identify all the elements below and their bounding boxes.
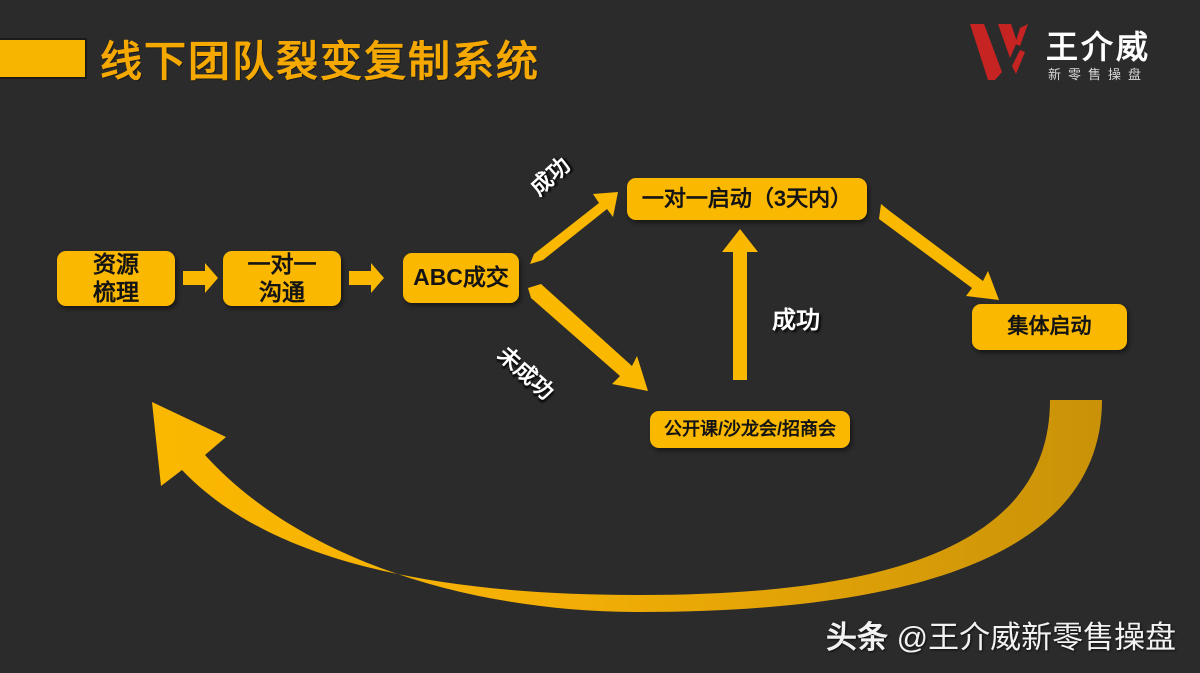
arrow-resource-to-oneone (183, 263, 218, 293)
flow-node-abc-deal[interactable]: ABC成交 (403, 253, 519, 303)
edge-label-success-middle: 成功 (772, 307, 820, 334)
brand-logo: 王介威 新零售操盘 (968, 16, 1178, 90)
watermark: 头条 @王介威新零售操盘 (826, 612, 1176, 657)
watermark-handle: @王介威新零售操盘 (896, 620, 1177, 655)
w-logo-icon (968, 22, 1040, 80)
flow-node-one-on-one-launch-label: 一对一启动（3天内） (641, 186, 853, 212)
slide-header: 线下团队裂变复制系统 (0, 0, 1200, 110)
flow-node-public-class-label: 公开课/沙龙会/招商会 (663, 418, 836, 439)
flow-node-resource-label: 资源 梳理 (93, 251, 139, 305)
arrow-oneone-to-abc (349, 263, 384, 293)
flow-node-one-on-one-communication-label: 一对一 沟通 (247, 251, 317, 305)
flow-node-one-on-one-communication[interactable]: 一对一 沟通 (223, 251, 341, 306)
flow-node-abc-deal-label: ABC成交 (413, 264, 509, 291)
arrow-abc-to-public-fail (528, 284, 648, 391)
arrow-launch-to-group (879, 204, 999, 300)
flow-node-group-launch-label: 集体启动 (1007, 314, 1092, 338)
arrow-loop-back-to-start (152, 400, 1102, 612)
flow-node-group-launch[interactable]: 集体启动 (972, 304, 1127, 350)
logo-brand-name: 王介威 (1046, 29, 1152, 65)
page-title: 线下团队裂变复制系统 (100, 38, 541, 85)
arrow-abc-to-launch-success (530, 192, 618, 264)
watermark-platform: 头条 (826, 620, 888, 655)
arrow-public-to-launch-success (722, 229, 758, 380)
flow-node-public-class[interactable]: 公开课/沙龙会/招商会 (650, 411, 850, 448)
flow-node-one-on-one-launch[interactable]: 一对一启动（3天内） (627, 178, 867, 220)
title-accent-block (0, 38, 87, 79)
logo-tagline: 新零售操盘 (1048, 67, 1149, 82)
flow-node-resource[interactable]: 资源 梳理 (57, 251, 175, 306)
